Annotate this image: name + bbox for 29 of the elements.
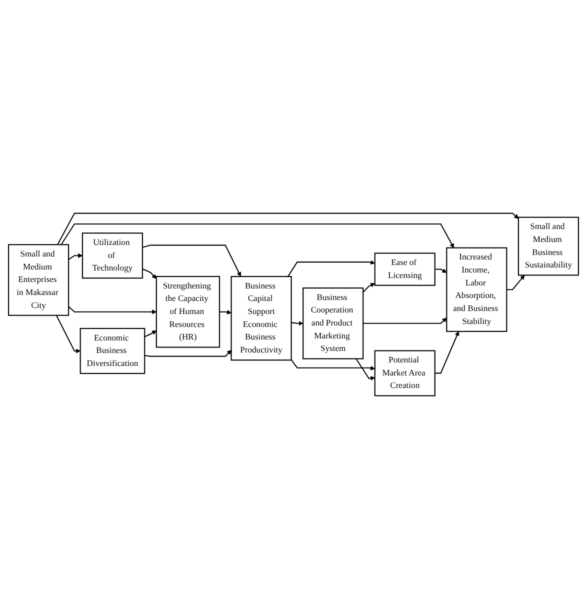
node-box: Utilization of Technology [82,232,143,279]
arrow [56,315,81,354]
arrow [144,350,232,357]
arrow [362,283,376,293]
node-box: Ease of Licensing [374,252,436,286]
arrow [60,223,454,248]
node-box: Potential Market Area Creation [374,350,436,396]
arrow [363,318,447,324]
arrow [68,306,157,314]
node-box: Business Capital Support Economic Business Productivity [230,276,292,361]
arrow [290,359,376,370]
arrow [142,244,242,277]
node-box: Small and Medium Business Sustainability [518,216,579,276]
arrow [220,310,232,314]
arrow [144,330,157,338]
arrow [434,268,447,273]
node-box: Increased Income, Labor Absorption, and Business Stability [446,247,508,332]
node-box: Business Cooperation and Product Marketing System [302,287,364,360]
arrow [57,212,519,245]
arrow [288,260,376,277]
arrow [434,331,460,374]
arrow [356,358,376,381]
arrow [506,274,525,290]
arrow [68,253,83,260]
node-box: Economic Business Diversification [80,328,146,374]
arrow [142,268,157,279]
arrow [291,321,304,326]
node-box: Strengthening the Capacity of Human Resources (HR) [156,276,220,348]
node-box: Small and Medium Enterprises in Makassar City [8,244,70,316]
